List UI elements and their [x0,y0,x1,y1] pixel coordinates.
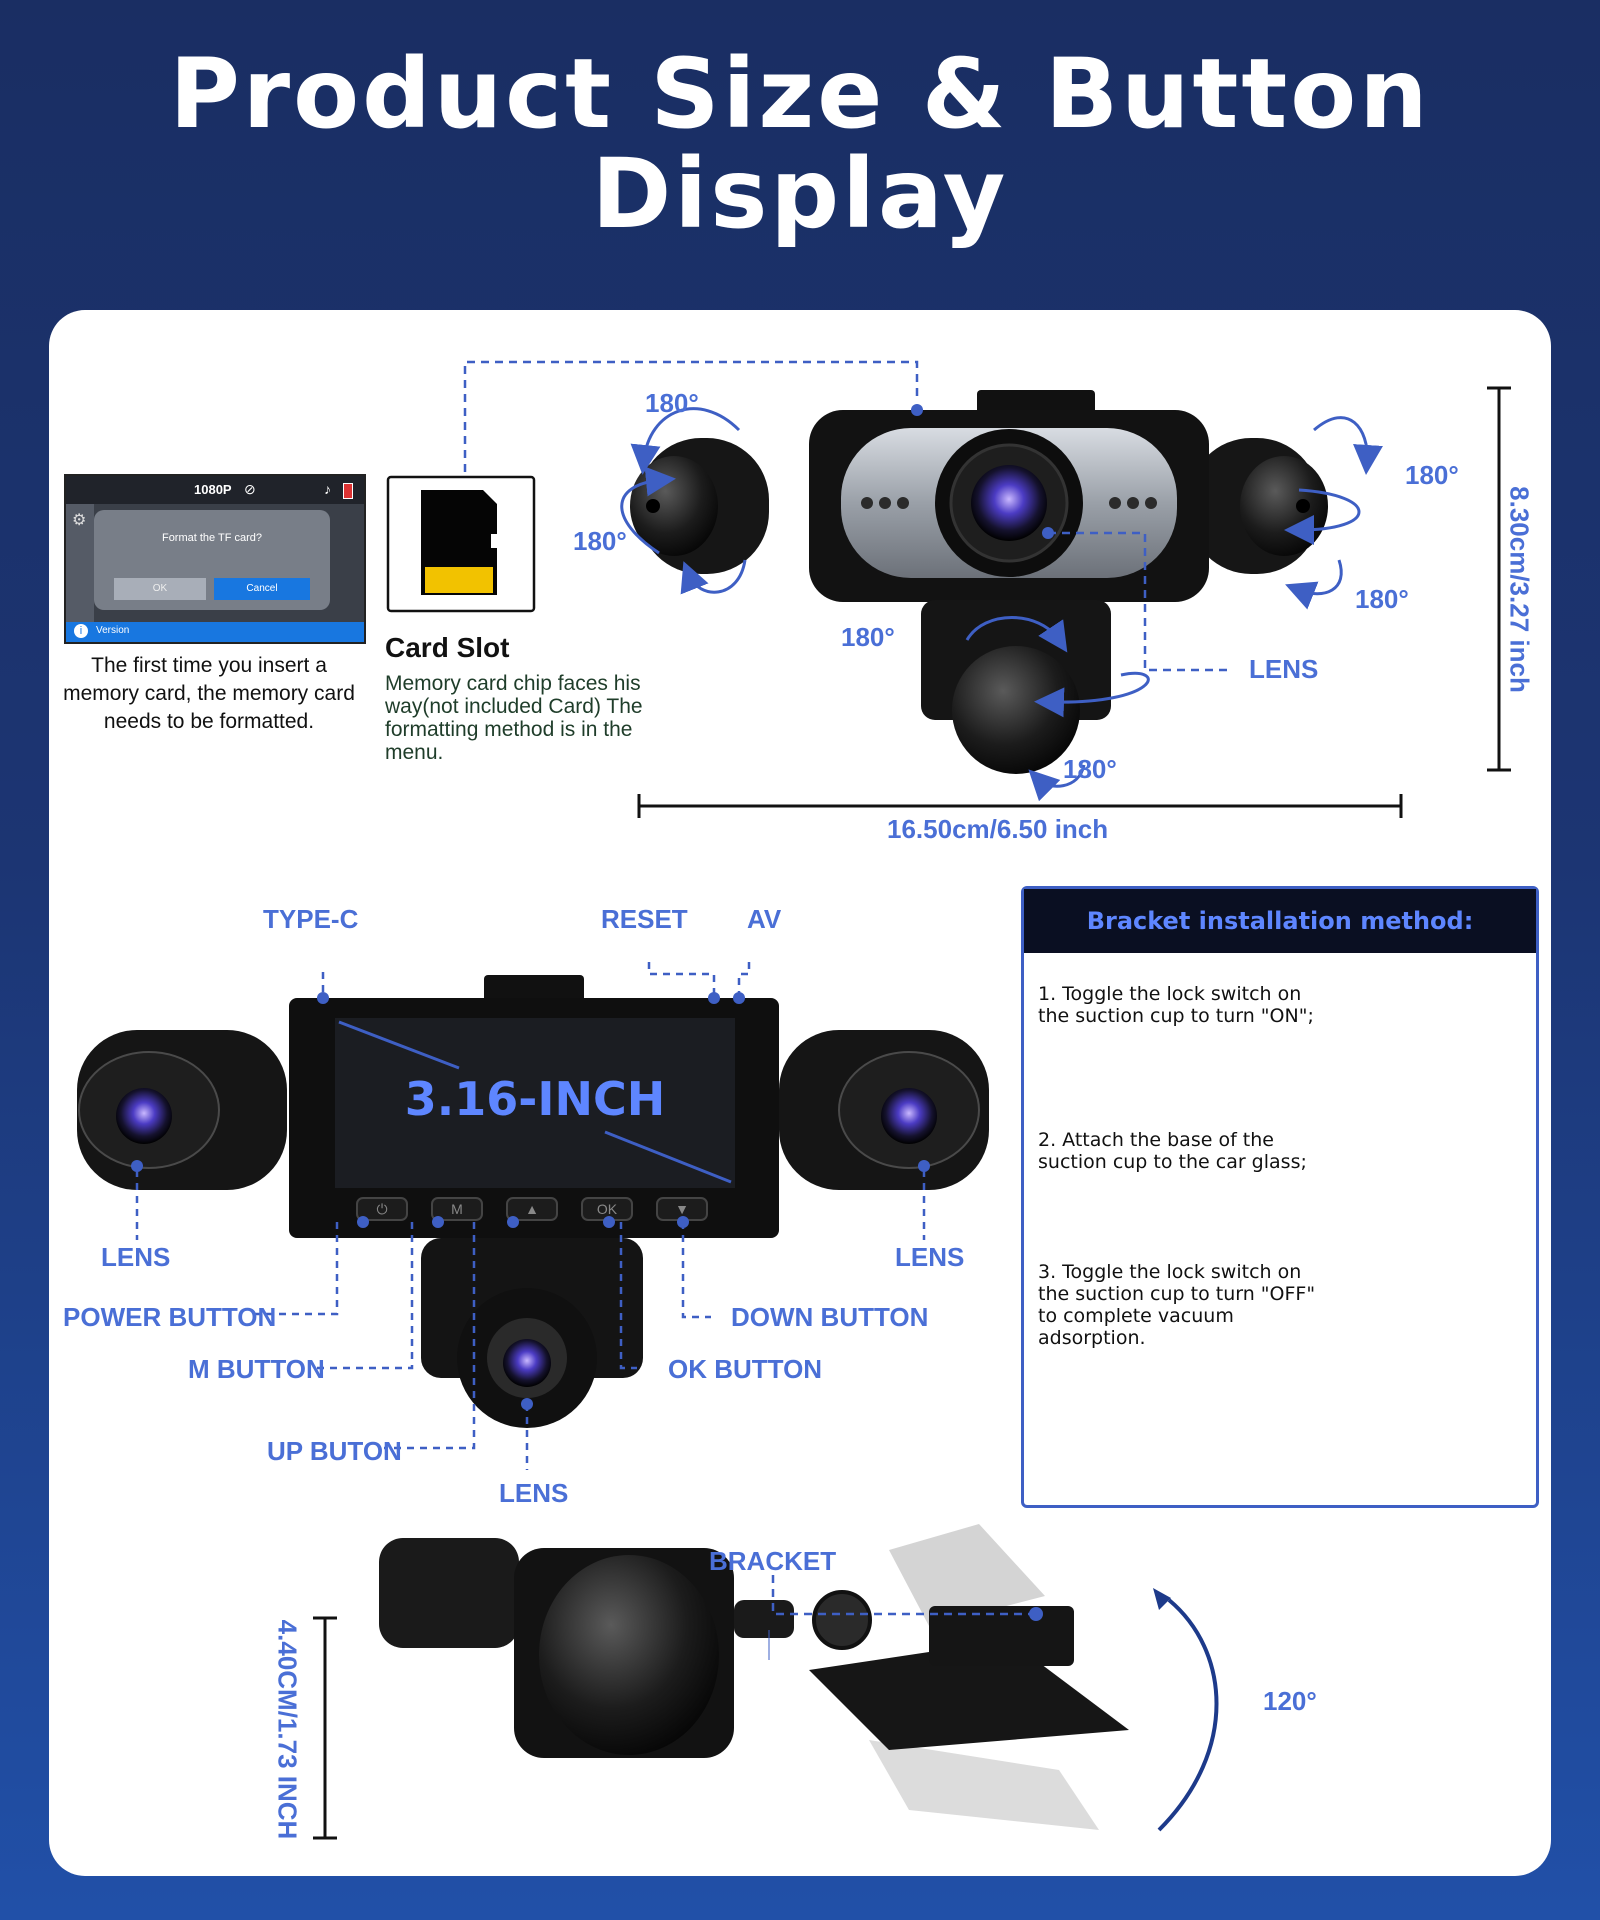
info-icon: i [74,624,88,638]
type-c-label: TYPE-C [263,904,359,934]
bracket-step-3: 3. Toggle the lock switch on the suction… [1038,1261,1316,1349]
rotation-label-right: 180° [1355,584,1409,614]
rotation-label-left-top: 180° [645,388,699,418]
battery-icon [343,483,353,499]
m-button-label: M BUTTON [188,1354,325,1384]
bracket-step-1: 1. Toggle the lock switch on the suction… [1038,983,1314,1027]
settings-sidebar [66,504,94,622]
title-line-2: Display [591,138,1009,250]
bracket-installation-panel: Bracket installation method: 1. Toggle t… [1021,886,1539,1508]
height-dimension-label: 8.30cm/3.27 inch [1504,486,1535,693]
gear-icon: ⚙ [72,512,87,529]
power-button-label: POWER BUTTON [63,1302,277,1332]
mic-icon: ♪ [324,481,331,497]
width-dimension-label: 16.50cm/6.50 inch [887,814,1109,844]
bracket-label: BRACKET [709,1546,837,1576]
rotation-label-bottom: 180° [1063,754,1117,784]
bottom-lens-label: LENS [499,1478,569,1508]
down-button-label: DOWN BUTTON [731,1302,929,1332]
front-camera-illustration [77,962,989,1470]
left-lens-label: LENS [101,1242,171,1272]
power-icon[interactable]: ⏻ [376,1201,388,1217]
resolution-label: 1080P [194,482,232,497]
right-lens-label: LENS [895,1242,965,1272]
tilt-angle-label: 120° [1263,1686,1317,1716]
reset-label: RESET [601,904,688,934]
rotation-label-right-top: 180° [1405,460,1459,490]
card-slot-title: Card Slot [385,632,510,663]
up-button-label: UP BUTON [267,1436,402,1466]
format-dialog: Format the TF card? OK Cancel [94,510,330,610]
down-button[interactable]: ▼ [675,1201,689,1217]
ok-button[interactable]: OK [596,1201,618,1217]
ok-button-label: OK BUTTON [668,1354,823,1384]
format-ok-button[interactable]: OK [114,578,206,600]
page-title: Product Size & Button Display [0,44,1600,244]
format-dialog-text: Format the TF card? [161,532,263,544]
rotation-label-bottom-left: 180° [841,622,895,652]
eye-off-icon: ⊘ [244,481,256,497]
version-label: Version [96,625,130,636]
top-lens-label: LENS [1249,654,1319,684]
version-bar: i Version [66,622,364,642]
m-button[interactable]: M [451,1201,463,1217]
content-card: 1080P ⊘ ♪ ⚙ Format the TF card? OK Cance… [49,310,1551,1876]
bracket-step-2: 2. Attach the base of the suction cup to… [1038,1129,1307,1173]
bracket-panel-title: Bracket installation method: [1024,889,1536,953]
camera-menu-screenshot: 1080P ⊘ ♪ ⚙ Format the TF card? OK Cance… [64,474,366,644]
top-camera-illustration [463,360,1511,818]
rotation-label-left: 180° [573,526,627,556]
side-height-dimension-label: 4.40CM/1.73 INCH [272,1619,303,1840]
front-button-row: ⏻ M ▲ OK ▼ [357,1198,707,1220]
format-note: The first time you insert a memory card,… [63,654,355,733]
av-label: AV [747,904,782,934]
card-slot-text: Memory card chip faces his way(not inclu… [385,672,643,764]
title-line-1: Product Size & Button [169,38,1431,150]
screen-size-label: 3.16-INCH [404,1072,666,1126]
format-cancel-button[interactable]: Cancel [214,578,310,600]
side-camera-illustration [313,1524,1219,1840]
sd-card-icon [386,475,536,613]
up-button[interactable]: ▲ [525,1201,539,1217]
